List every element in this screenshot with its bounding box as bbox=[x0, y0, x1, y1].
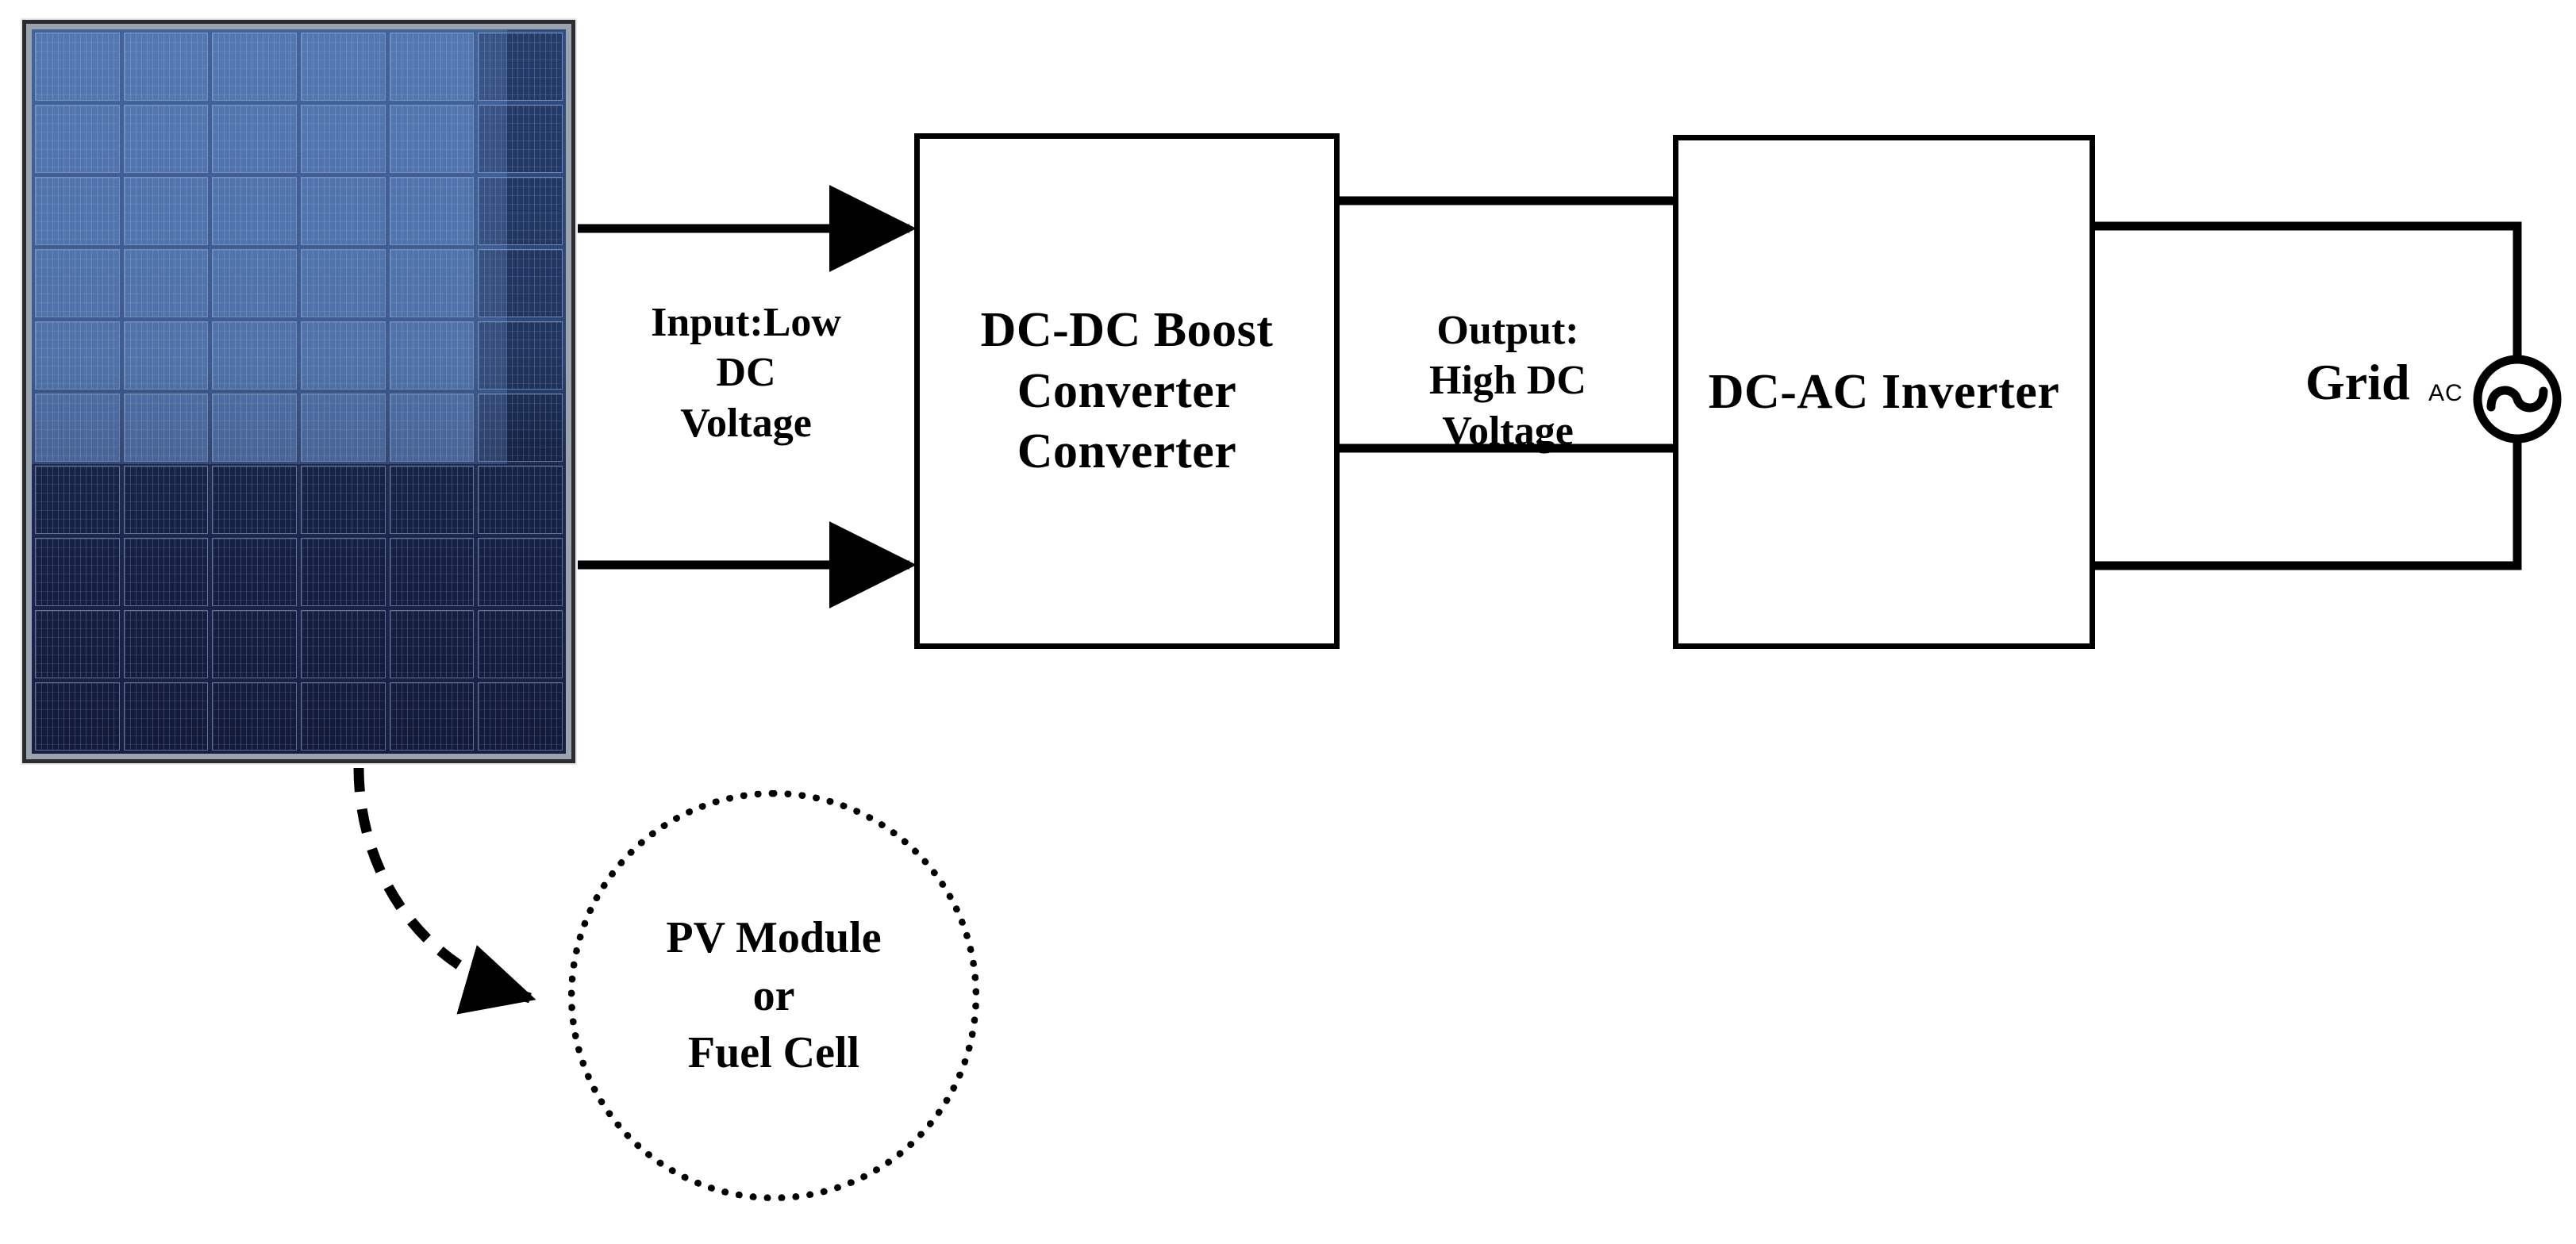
pv-cell bbox=[123, 610, 209, 678]
pv-cell bbox=[123, 538, 209, 606]
wire-inverter-to-grid-top bbox=[2093, 221, 2522, 359]
pv-cell bbox=[389, 682, 475, 751]
pv-cell bbox=[300, 321, 386, 390]
pv-cell bbox=[389, 249, 475, 317]
pv-cell bbox=[35, 321, 120, 390]
label-output-high-dc-voltage: Output: High DC Voltage bbox=[1429, 308, 1586, 454]
pv-cell bbox=[123, 466, 209, 534]
pv-cell bbox=[478, 610, 563, 678]
pv-cell bbox=[389, 105, 475, 173]
pv-cell bbox=[212, 249, 297, 317]
pv-cell bbox=[478, 105, 563, 173]
pv-cell bbox=[212, 682, 297, 751]
pv-cell bbox=[389, 321, 475, 390]
pv-cell bbox=[389, 394, 475, 462]
pv-cell bbox=[212, 610, 297, 678]
wire-inverter-to-grid-bottom bbox=[2093, 439, 2522, 570]
pv-cell bbox=[123, 249, 209, 317]
pv-cell bbox=[35, 33, 120, 101]
block-dc-ac-inverter[interactable]: DC-AC Inverter bbox=[1673, 135, 2095, 649]
ac-sine-icon bbox=[2486, 386, 2548, 413]
pv-cell bbox=[478, 249, 563, 317]
pv-cell bbox=[35, 538, 120, 606]
pv-cell bbox=[300, 177, 386, 245]
pv-cell bbox=[35, 394, 120, 462]
pv-cell bbox=[389, 177, 475, 245]
pv-cell bbox=[212, 321, 297, 390]
pv-cell bbox=[123, 105, 209, 173]
pv-cell bbox=[389, 33, 475, 101]
pv-cell bbox=[478, 538, 563, 606]
panel-cell-grid bbox=[32, 29, 566, 754]
pv-cell bbox=[212, 33, 297, 101]
pv-cell bbox=[478, 394, 563, 462]
pv-cell bbox=[212, 105, 297, 173]
pv-cell bbox=[300, 249, 386, 317]
label-ac: AC bbox=[2428, 380, 2463, 406]
label-grid: Grid bbox=[2305, 354, 2410, 410]
pv-cell bbox=[389, 466, 475, 534]
pv-cell bbox=[123, 682, 209, 751]
pv-cell bbox=[35, 682, 120, 751]
pv-cell bbox=[212, 538, 297, 606]
pv-cell bbox=[212, 394, 297, 462]
pv-cell bbox=[300, 682, 386, 751]
pv-cell bbox=[123, 394, 209, 462]
pv-cell bbox=[35, 249, 120, 317]
pv-cell bbox=[35, 177, 120, 245]
pv-cell bbox=[123, 321, 209, 390]
pv-cell bbox=[478, 321, 563, 390]
pv-cell bbox=[478, 33, 563, 101]
pv-cell bbox=[212, 466, 297, 534]
pv-cell bbox=[300, 610, 386, 678]
pv-cell bbox=[35, 105, 120, 173]
source-bubble-label: PV Module or Fuel Cell bbox=[666, 912, 882, 1078]
pv-cell bbox=[123, 177, 209, 245]
source-bubble-pv-module-or-fuel-cell[interactable]: PV Module or Fuel Cell bbox=[568, 790, 979, 1201]
block-dc-dc-boost-converter-label: DC-DC Boost Converter Converter bbox=[980, 302, 1274, 479]
pv-cell bbox=[300, 105, 386, 173]
pv-cell bbox=[123, 33, 209, 101]
block-dc-ac-inverter-label: DC-AC Inverter bbox=[1708, 364, 2060, 419]
pv-cell bbox=[300, 394, 386, 462]
pv-cell bbox=[35, 466, 120, 534]
pv-cell bbox=[478, 682, 563, 751]
pv-cell bbox=[478, 177, 563, 245]
pv-cell bbox=[300, 33, 386, 101]
pv-cell bbox=[389, 610, 475, 678]
wire-panel-to-source-bubble bbox=[353, 767, 536, 1015]
pv-cell bbox=[300, 538, 386, 606]
pv-cell bbox=[212, 177, 297, 245]
label-input-low-dc-voltage: Input:Low DC Voltage bbox=[651, 300, 841, 446]
pv-cell bbox=[389, 538, 475, 606]
pv-cell bbox=[300, 466, 386, 534]
block-dc-dc-boost-converter[interactable]: DC-DC Boost Converter Converter bbox=[914, 133, 1340, 649]
pv-cell bbox=[478, 466, 563, 534]
pv-cell bbox=[35, 610, 120, 678]
